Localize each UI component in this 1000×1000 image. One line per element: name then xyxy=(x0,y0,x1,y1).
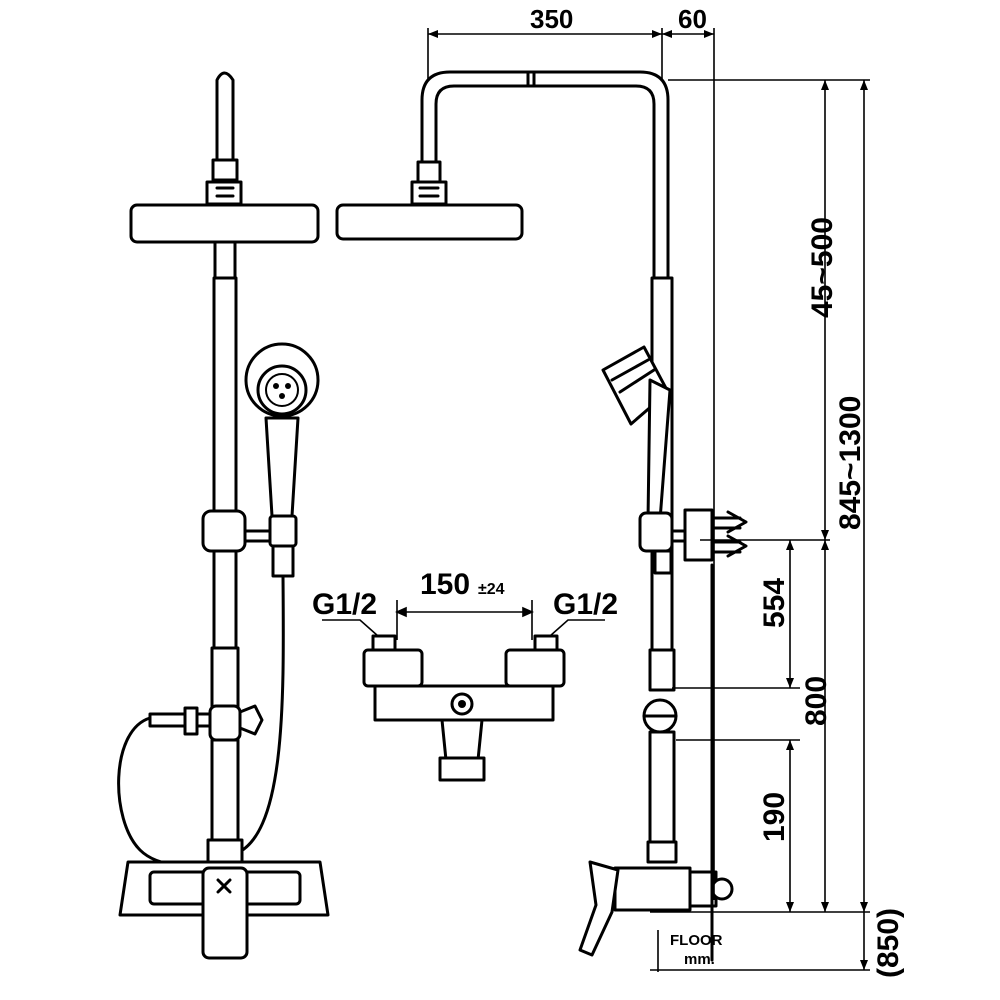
front-rain-head xyxy=(129,203,320,244)
dim-head-adjust: 45~500 xyxy=(806,217,839,318)
side-slide-bracket xyxy=(638,511,674,553)
front-column xyxy=(212,276,238,650)
front-head-connector xyxy=(205,180,243,206)
front-hose xyxy=(230,574,285,857)
front-column-base xyxy=(210,738,240,842)
front-mixer-nut xyxy=(206,838,244,864)
front-column-top-sleeve xyxy=(213,240,237,280)
dim-mixer-height: 190 xyxy=(758,792,791,842)
floor-label: FLOOR xyxy=(670,932,723,949)
dim-holder-to-mixer: 554 xyxy=(758,578,791,628)
mixer-top-view xyxy=(322,600,605,782)
side-lower-sleeve xyxy=(648,648,676,692)
side-mixer xyxy=(578,860,734,957)
inlet-spacing-dimension-line xyxy=(396,600,533,640)
side-view xyxy=(335,70,870,972)
front-view xyxy=(117,71,330,960)
dim-arm-length: 350 xyxy=(530,4,573,34)
unit-label: mm. xyxy=(684,951,715,968)
dim-total-height: 845~1300 xyxy=(834,396,867,530)
front-mixer xyxy=(118,860,330,960)
inlet-left-label: G1/2 xyxy=(312,588,377,621)
mixer-spout xyxy=(440,718,484,762)
front-slide-bracket xyxy=(201,509,247,553)
side-arm-inner xyxy=(434,84,656,280)
front-riser-nut xyxy=(211,158,239,182)
side-wall-bracket xyxy=(683,508,714,562)
right-inlet-body xyxy=(504,648,566,688)
dimension-lines xyxy=(427,28,870,970)
right-inlet-leader xyxy=(549,619,605,637)
dim-arm-offset: 60 xyxy=(678,4,707,34)
side-arm-outer xyxy=(420,70,670,280)
side-rain-head xyxy=(335,203,524,241)
side-mixer-lever xyxy=(578,860,620,957)
mixer-handle xyxy=(438,756,486,782)
front-top-riser xyxy=(215,71,235,184)
dim-mixer-floor-height: (850) xyxy=(872,908,905,978)
side-mixer-nut xyxy=(646,840,678,864)
side-head-nut xyxy=(416,160,442,184)
front-return-hose xyxy=(117,716,214,867)
side-column-base xyxy=(648,730,676,844)
inlet-right-label: G1/2 xyxy=(553,588,618,621)
front-hand-shower xyxy=(244,342,320,578)
left-inlet-leader xyxy=(322,619,379,637)
floor-lines xyxy=(650,911,870,972)
dim-mixer-to-floor-range: 800 xyxy=(800,676,833,726)
left-inlet-body xyxy=(362,648,424,688)
wall-screws xyxy=(710,516,742,554)
front-lower-column xyxy=(210,646,240,710)
side-bracket-clip xyxy=(653,549,673,575)
dim-inlet-spacing: 150 xyxy=(420,568,470,601)
front-diverter-body xyxy=(208,704,242,742)
dim-inlet-tolerance: ±24 xyxy=(478,581,505,598)
front-diverter-knob xyxy=(238,704,264,736)
side-head-connector xyxy=(410,180,448,206)
